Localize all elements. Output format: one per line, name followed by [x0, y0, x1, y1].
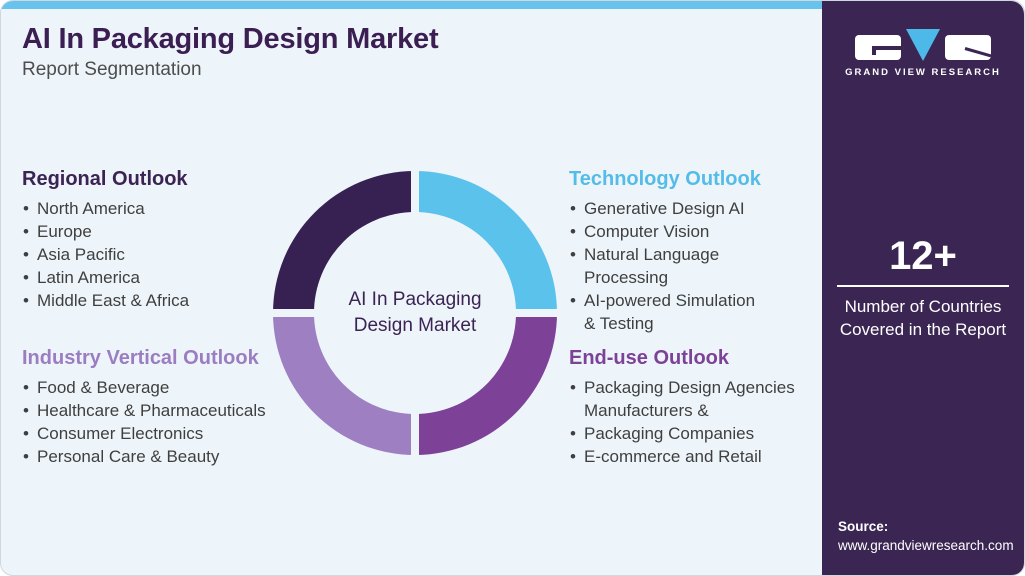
section-list: Packaging Design Agencies Manufacturers … — [569, 376, 839, 468]
logo-g-tick — [872, 46, 876, 55]
list-item: Natural Language Processing — [569, 243, 829, 289]
brand-name: GRAND VIEW RESEARCH — [845, 67, 1001, 78]
stat-divider — [837, 285, 1009, 287]
source-label: Source: — [838, 519, 889, 534]
top-accent-bar — [1, 1, 822, 9]
logo-r-slash — [964, 46, 991, 58]
section-list: Generative Design AI Computer Vision Nat… — [569, 197, 829, 335]
list-item: Packaging Design Agencies Manufacturers … — [569, 376, 839, 422]
logo-v-triangle-icon — [906, 29, 940, 61]
list-item: Food & Beverage — [22, 376, 332, 399]
donut-segment-industry — [273, 313, 415, 455]
section-heading: Technology Outlook — [569, 168, 761, 190]
logo-g-bar — [872, 46, 901, 50]
donut-segment-technology — [415, 171, 557, 313]
list-item: E-commerce and Retail — [569, 445, 839, 468]
list-item: Healthcare & Pharmaceuticals — [22, 399, 332, 422]
countries-stat: 12+ Number of Countries Covered in the R… — [822, 235, 1024, 341]
section-industry-vertical-outlook: Industry Vertical Outlook Food & Beverag… — [22, 347, 332, 468]
list-item: AI-powered Simulation & Testing — [569, 289, 829, 335]
list-item: Latin America — [22, 266, 312, 289]
stat-label: Number of Countries Covered in the Repor… — [839, 296, 1007, 339]
sidebar: GRAND VIEW RESEARCH 12+ Number of Countr… — [822, 1, 1024, 575]
list-item: Middle East & Africa — [22, 289, 312, 312]
donut-segment-regional — [273, 171, 415, 313]
donut-segment-enduse — [415, 313, 557, 455]
source-attribution: Source: www.grandviewresearch.com — [838, 517, 1014, 555]
list-item: Packaging Companies — [569, 422, 839, 445]
donut-center-label: AI In Packaging Design Market — [348, 289, 482, 336]
list-item: Europe — [22, 220, 312, 243]
page-title: AI In Packaging Design Market — [22, 23, 439, 55]
source-url: www.grandviewresearch.com — [838, 538, 1014, 553]
section-list: Food & Beverage Healthcare & Pharmaceuti… — [22, 376, 332, 468]
section-heading: Industry Vertical Outlook — [22, 347, 259, 369]
section-end-use-outlook: End-use Outlook Packaging Design Agencie… — [569, 347, 839, 468]
logo-r-glyph — [945, 35, 991, 60]
donut-chart: AI In Packaging Design Market — [273, 171, 557, 455]
section-heading: End-use Outlook — [569, 347, 729, 369]
list-item: Consumer Electronics — [22, 422, 332, 445]
section-technology-outlook: Technology Outlook Generative Design AI … — [569, 168, 829, 335]
logo-g-glyph — [855, 35, 901, 60]
list-item: Asia Pacific — [22, 243, 312, 266]
section-heading: Regional Outlook — [22, 168, 188, 190]
segment-gap-horizontal — [273, 309, 557, 317]
list-item: Generative Design AI — [569, 197, 829, 220]
section-list: North America Europe Asia Pacific Latin … — [22, 197, 312, 312]
page-subtitle: Report Segmentation — [22, 59, 202, 80]
list-item: Computer Vision — [569, 220, 829, 243]
gvr-logo-glyphs — [822, 27, 1024, 63]
stat-value: 12+ — [889, 234, 957, 278]
list-item: North America — [22, 197, 312, 220]
section-regional-outlook: Regional Outlook North America Europe As… — [22, 168, 312, 312]
list-item: Personal Care & Beauty — [22, 445, 332, 468]
gvr-logo: GRAND VIEW RESEARCH — [822, 27, 1024, 78]
donut-svg — [273, 171, 557, 455]
header: AI In Packaging Design Market Report Seg… — [22, 23, 439, 81]
